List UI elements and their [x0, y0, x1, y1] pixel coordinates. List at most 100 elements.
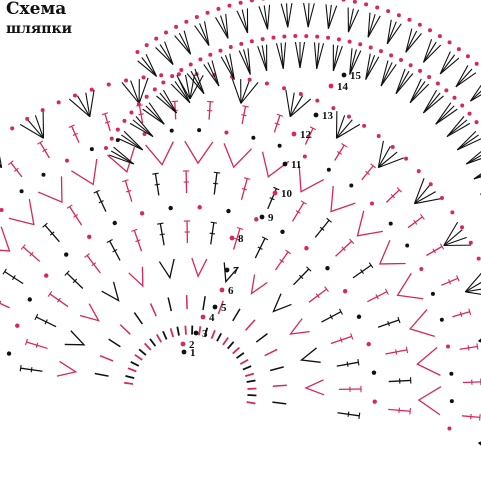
chain-dot [444, 88, 449, 93]
dc-fan [121, 82, 140, 104]
dc-fan [466, 154, 481, 165]
dc-fan [365, 53, 371, 80]
chain-dot [366, 341, 371, 347]
chain-dot [347, 39, 352, 44]
single-crochet [134, 354, 143, 361]
single-crochet [242, 365, 252, 371]
chain-dot [227, 3, 232, 8]
row-label-4: 4 [209, 312, 215, 324]
dc-fan [336, 123, 361, 139]
double-crochet [159, 233, 165, 236]
double-crochet [157, 222, 164, 225]
double-crochet-cluster [191, 257, 208, 278]
double-crochet [295, 210, 301, 214]
dc-fan [367, 14, 376, 38]
chain-dot [326, 167, 331, 172]
chain-dot [27, 297, 32, 302]
chain-dot [6, 351, 12, 356]
chain-dot [298, 91, 303, 96]
dc-fan [204, 21, 210, 46]
single-crochet [244, 319, 256, 331]
chain-dot [386, 9, 391, 14]
row-label-8: 8 [238, 233, 244, 245]
title: Схема [6, 0, 67, 19]
double-crochet [420, 213, 425, 220]
double-crochet [467, 345, 470, 351]
chain-dot [89, 87, 94, 92]
chain-dot [396, 13, 401, 18]
chain-dot [41, 172, 46, 177]
dc-fan [287, 3, 293, 28]
chain-dot [0, 208, 4, 212]
double-crochet [49, 231, 55, 236]
dc-fan [365, 54, 376, 80]
dc-fan [76, 95, 91, 117]
double-crochet [13, 167, 19, 172]
chain-dot [325, 266, 330, 271]
chain-dot [341, 72, 347, 78]
double-crochet [349, 238, 355, 244]
double-crochet [34, 313, 39, 321]
double-crochet [448, 279, 452, 285]
stitch-layer [0, 0, 481, 446]
chain-dot [104, 146, 109, 150]
dc-fan [132, 119, 154, 138]
double-crochet [300, 200, 307, 205]
double-crochet [338, 308, 343, 315]
dc-fan [473, 176, 481, 180]
double-crochet [101, 112, 109, 116]
chain-dot [193, 330, 199, 336]
single-crochet [246, 401, 256, 405]
dc-fan [203, 64, 220, 87]
double-crochet [72, 278, 78, 284]
double-crochet [413, 219, 418, 225]
chain-dot [427, 74, 432, 79]
dc-fan [145, 105, 165, 125]
double-crochet [397, 316, 401, 324]
double-crochet-cluster [298, 165, 325, 193]
double-crochet [104, 121, 111, 124]
dc-fan [303, 2, 309, 28]
chain-dot [331, 106, 336, 111]
row-label-6: 6 [228, 285, 234, 297]
chain-dot [388, 221, 393, 226]
chain-dot [427, 28, 432, 33]
dc-fan [285, 89, 291, 117]
chain-dot [44, 273, 49, 278]
double-crochet [213, 171, 221, 174]
dc-fan [336, 119, 353, 139]
dc-fan [294, 41, 301, 69]
dc-fan [275, 43, 284, 69]
double-crochet [346, 361, 349, 367]
single-crochet [210, 330, 216, 340]
double-crochet [279, 258, 285, 263]
chain-dot [198, 57, 203, 62]
dc-fan [465, 281, 481, 293]
dc-fan [443, 221, 459, 246]
dc-fan [257, 45, 268, 72]
single-crochet [119, 324, 131, 335]
single-crochet [155, 333, 163, 343]
chain-dot [349, 183, 354, 188]
double-crochet [387, 320, 390, 327]
single-crochet [222, 337, 229, 346]
chain-dot [467, 111, 472, 116]
single-crochet [204, 327, 209, 337]
double-crochet-cluster [356, 210, 383, 237]
double-crochet [384, 288, 389, 295]
single-crochet [176, 326, 180, 336]
single-crochet [133, 312, 144, 325]
dc-fan [68, 98, 91, 118]
double-crochet-cluster [101, 281, 120, 302]
dc-fan [159, 92, 178, 114]
dc-fan [422, 89, 438, 114]
double-crochet-cluster [79, 303, 100, 322]
double-crochet [12, 275, 16, 281]
double-crochet-cluster [56, 360, 78, 377]
dc-fan [409, 78, 422, 103]
dc-fan [409, 81, 426, 104]
chain-dot [419, 266, 424, 271]
chain-dot [136, 102, 141, 107]
double-crochet [42, 222, 48, 228]
dc-fan [282, 42, 287, 69]
